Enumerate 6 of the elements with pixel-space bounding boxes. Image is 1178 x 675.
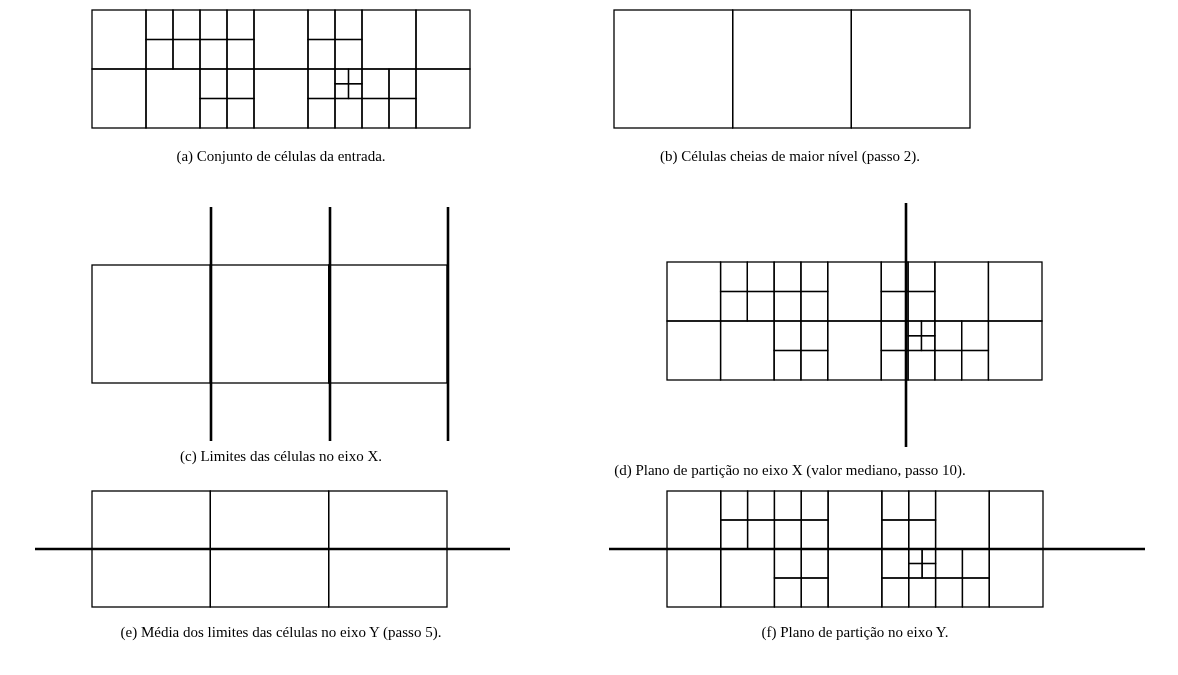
- figure-caption: (c) Limites das células no eixo X.: [180, 448, 382, 465]
- figure-caption: (a) Conjunto de células da entrada.: [176, 148, 386, 165]
- figure-caption: (d) Plano de partição no eixo X (valor mediano, passo 10).: [614, 462, 966, 479]
- figure-caption: (e) Média dos limites das células no eixo Y (passo 5).: [120, 624, 442, 641]
- figure-caption: (b) Células cheias de maior nível (passo 2).: [660, 148, 920, 165]
- figure-caption: (f) Plano de partição no eixo Y.: [761, 624, 949, 641]
